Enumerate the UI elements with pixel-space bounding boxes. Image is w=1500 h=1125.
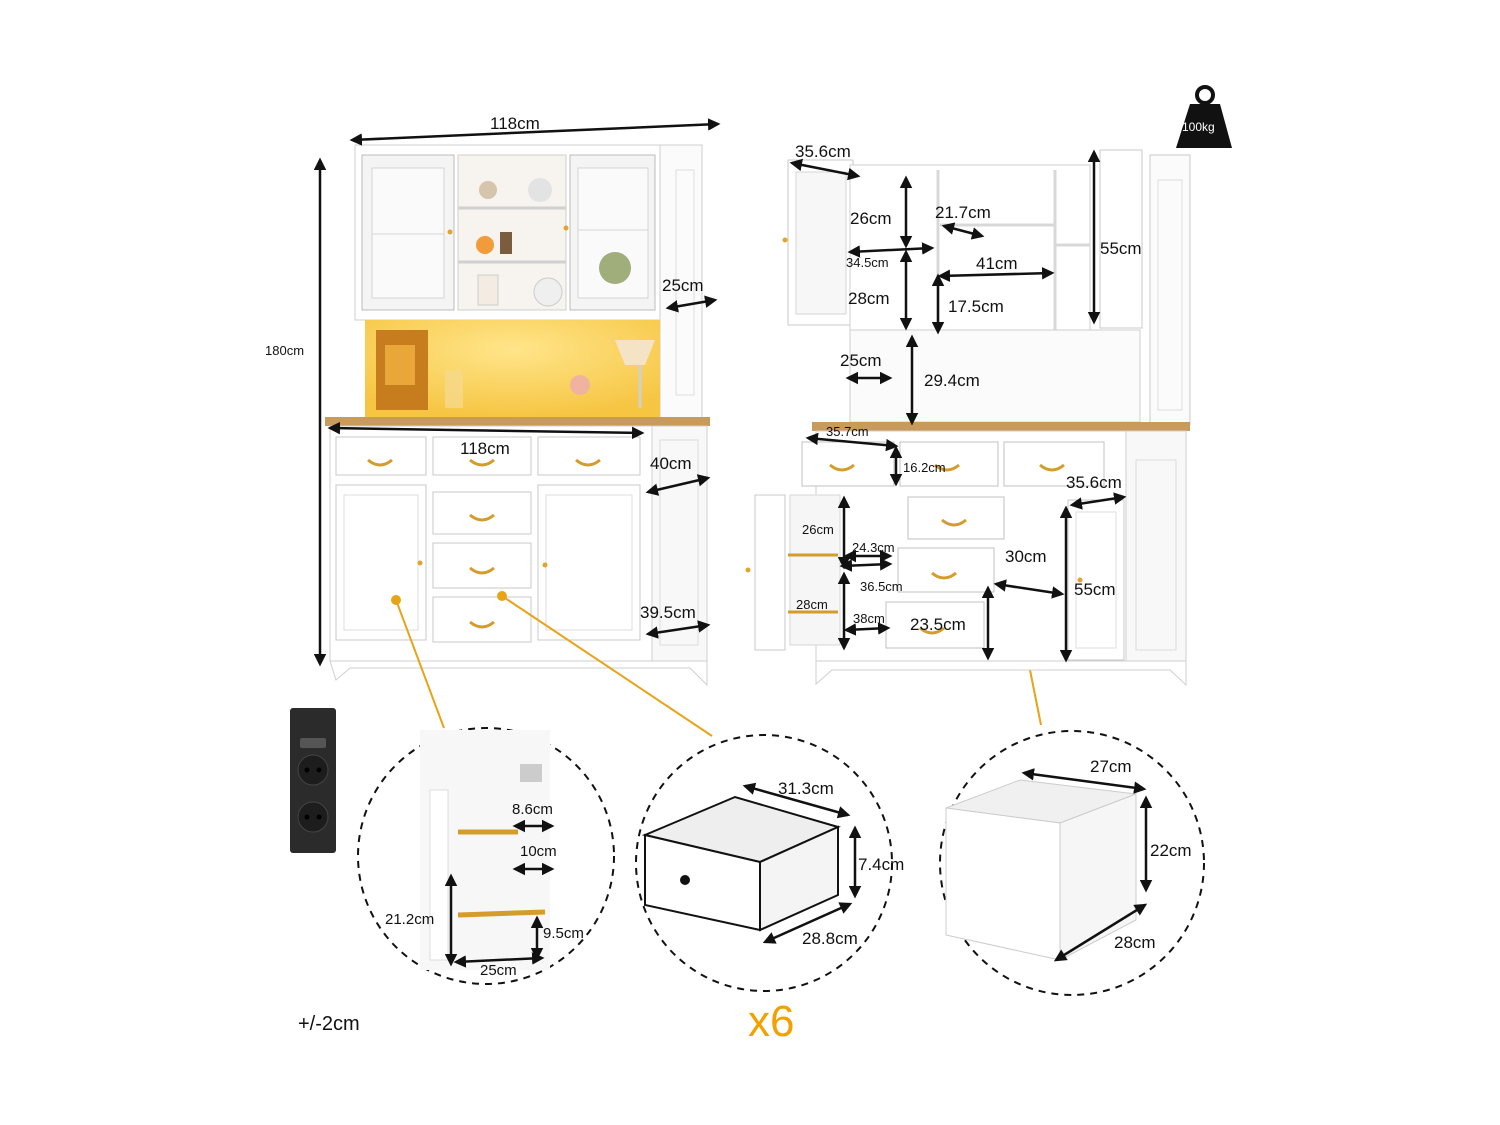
dim-left-counter-width: 118cm [460, 439, 510, 458]
dim-right-shelf-w: 41cm [976, 254, 1018, 273]
dim-right-door-inner-w: 34.5cm [846, 255, 889, 270]
dim-right-mid-shelf-w: 21.7cm [935, 203, 991, 222]
callout-dot [497, 591, 507, 601]
dim-right-drawer-h: 16.2cm [903, 460, 946, 475]
dim-right-cab-floor-w: 38cm [853, 611, 885, 626]
dim-detail-drawer-width: 31.3cm [778, 779, 834, 798]
dim-right-cab-shelf-w: 36.5cm [860, 579, 903, 594]
weight-icon [1176, 85, 1232, 148]
dim-right-cab-h: 55cm [1074, 580, 1116, 599]
right-dimension-lines [789, 149, 1127, 663]
dim-left-width-top: 118cm [490, 114, 540, 133]
power-strip-icon [290, 708, 336, 853]
tolerance-note: +/-2cm [298, 1013, 360, 1035]
left-dimension-lines [313, 118, 721, 667]
detail-shelf-circle [357, 727, 615, 985]
dim-right-small-shelf-h: 17.5cm [948, 297, 1004, 316]
dim-detail-pin-lower: 10cm [520, 843, 557, 860]
dim-right-upper-shelf-h: 26cm [850, 209, 892, 228]
left-cabinet-illustration [325, 144, 710, 687]
dim-left-base-depth: 40cm [650, 454, 692, 473]
dim-detail-pin-upper: 8.6cm [512, 801, 553, 818]
dim-right-open-height: 29.4cm [924, 371, 980, 390]
dim-right-lower-shelf-h: 28cm [848, 289, 890, 308]
dim-right-compartment-h: 30cm [1005, 547, 1047, 566]
detail-drawer-circle [635, 734, 893, 992]
dim-detail-drawer-height: 7.4cm [858, 855, 905, 874]
dim-right-open-depth: 25cm [840, 351, 882, 370]
dim-detail-shelf-height: 21.2cm [385, 911, 435, 928]
drawer-quantity-label: x6 [748, 997, 795, 1046]
dim-detail-basket-width: 27cm [1090, 757, 1132, 776]
dim-left-hutch-depth: 25cm [662, 276, 704, 295]
dim-detail-shelf-depth: 25cm [480, 962, 517, 979]
dim-detail-basket-height: 22cm [1150, 841, 1192, 860]
dim-right-cab-lower-h: 28cm [796, 597, 828, 612]
dim-right-door-width: 35.6cm [795, 142, 851, 161]
dim-right-cab-upper-h: 26cm [802, 522, 834, 537]
dim-left-height: 180cm [265, 343, 305, 358]
weight-label: 100kg [1182, 120, 1215, 134]
dim-detail-basket-depth: 28cm [1114, 933, 1156, 952]
dim-detail-shelf-gap: 9.5cm [543, 925, 584, 942]
callout-dot [391, 595, 401, 605]
dim-right-right-door-w: 35.6cm [1066, 473, 1122, 492]
dim-right-drawer-w: 35.7cm [826, 424, 869, 439]
dim-detail-drawer-depth: 28.8cm [802, 929, 858, 948]
dim-right-side-door-h: 55cm [1100, 239, 1142, 258]
dim-right-bottom-drawer-h: 23.5cm [910, 615, 966, 634]
dim-right-cab-shelf-d: 24.3cm [852, 540, 895, 555]
dim-left-base-side: 39.5cm [640, 603, 696, 622]
detail-basket-circle [939, 730, 1205, 996]
